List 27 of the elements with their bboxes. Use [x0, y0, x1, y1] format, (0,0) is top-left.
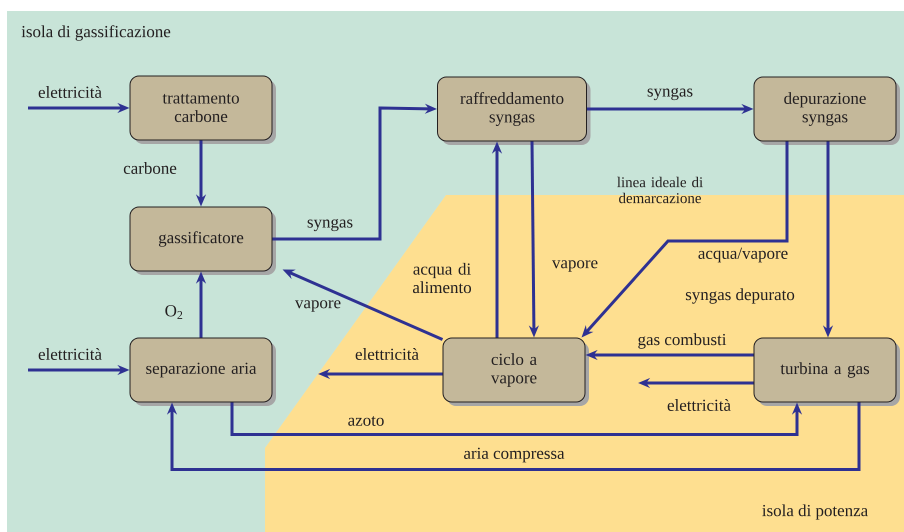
area-label: isola di potenza [762, 504, 868, 520]
area-label: isola di gassificazione [22, 25, 170, 41]
process-box: gassificatore [130, 206, 276, 275]
edge-label: syngas [648, 88, 692, 100]
process-box: trattamento carbone [130, 76, 276, 144]
edge-label: elettricità [668, 399, 731, 411]
edge-label: carbone [124, 162, 176, 174]
process-box: ciclo a vapore [442, 338, 589, 406]
edge-label: elettricità [38, 348, 102, 360]
edge-label: syngas depurato [686, 288, 794, 304]
edge-label: aria compressa [464, 448, 564, 462]
process-box: depurazione syngas [754, 76, 900, 145]
edge-label: vapore [552, 260, 598, 272]
arrow [166, 402, 860, 471]
edge-label: vapore [294, 300, 340, 312]
edge-label: gas combusti [638, 333, 726, 349]
process-box: turbina a gas [754, 338, 900, 406]
edge-label: elettricità [356, 348, 419, 360]
edge-label: O$_{2}$ [165, 305, 182, 319]
area-label: linea ideale di demarcazione [617, 176, 703, 204]
edge-label: azoto [348, 416, 384, 426]
edge-label: acqua/vapore [698, 248, 788, 262]
edge-label: acqua di alimento [412, 262, 471, 294]
edge-label: syngas [308, 218, 352, 232]
edge-label: elettricità [38, 86, 102, 98]
process-box: separazione aria [130, 338, 276, 406]
process-box: raffreddamento syngas [437, 76, 590, 145]
